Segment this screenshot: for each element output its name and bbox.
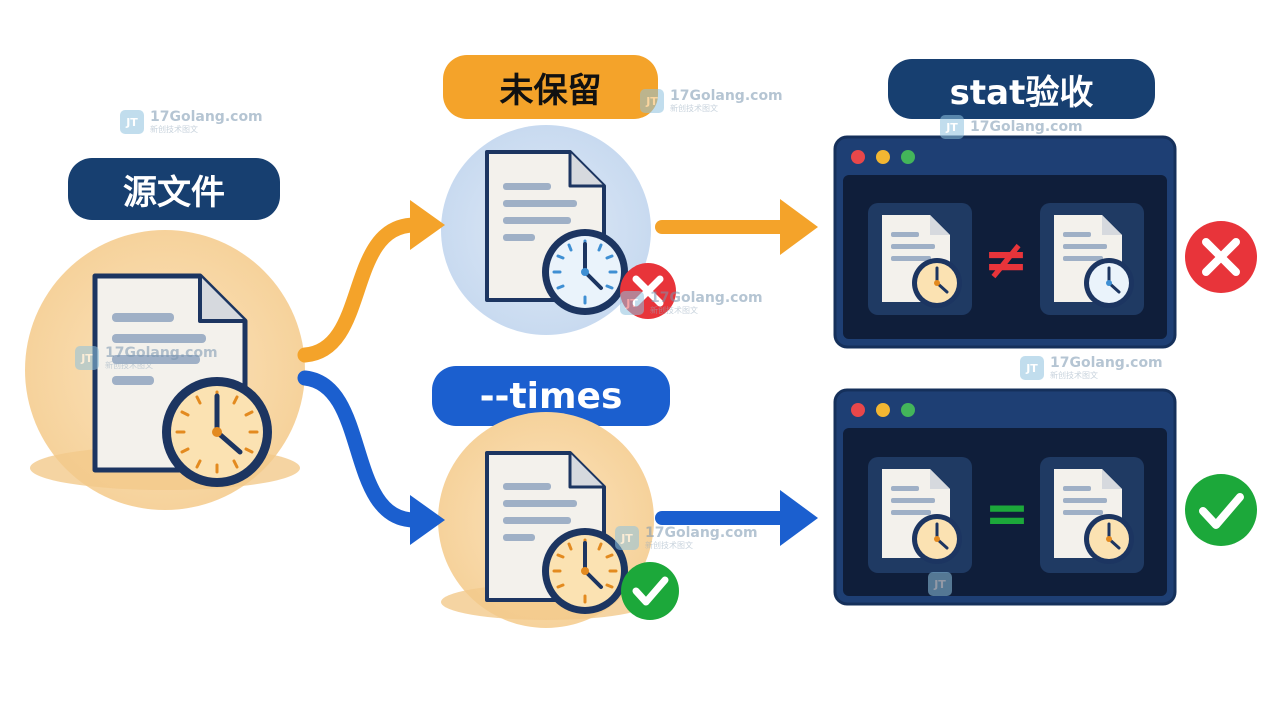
watermark-tagline: 新创技术图文 [1050, 371, 1098, 380]
watermark-logo-icon: JT [120, 110, 144, 134]
stat-top-left-clock-icon [912, 258, 962, 308]
watermark-site: 17Golang.com [670, 88, 783, 104]
watermark-logo-icon: JT [940, 115, 964, 139]
orange-arrow-head-icon [410, 200, 445, 250]
watermark: JT [928, 572, 952, 596]
watermark-site: 17Golang.com [1050, 355, 1163, 371]
window-dots-icon [851, 403, 915, 417]
watermark: JT 17Golang.com 新创技术图文 [1020, 356, 1163, 380]
watermark-site: 17Golang.com [970, 119, 1083, 135]
stat-check-label: stat验收 [888, 59, 1155, 119]
not-equal-symbol: ≠ [983, 228, 1028, 291]
blue-straight-arrow-head-icon [780, 490, 818, 546]
blue-arrow-head-icon [410, 495, 445, 545]
watermark: JT 17Golang.com 新创技术图文 [120, 110, 263, 134]
source-clock-icon [162, 377, 272, 487]
stat-bottom-right-clock-icon [1084, 514, 1134, 564]
watermark: JT 17Golang.com 新创技术图文 [615, 526, 758, 550]
watermark-site: 17Golang.com [650, 290, 763, 306]
watermark-site: 17Golang.com [150, 109, 263, 125]
watermark: JT 17Golang.com 新创技术图文 [640, 89, 783, 113]
watermark-logo-icon: JT [928, 572, 952, 596]
not-preserved-label-text: 未保留 [499, 70, 602, 111]
blue-branch-arrow [297, 370, 423, 528]
source-file-label-text: 源文件 [123, 172, 225, 213]
watermark-tagline: 新创技术图文 [150, 125, 198, 134]
equal-symbol: = [984, 482, 1029, 545]
watermark-tagline: 新创技术图文 [105, 361, 153, 370]
bottom-copy-checkmark-icon [621, 562, 679, 620]
times-option-label-text: --times [479, 375, 623, 417]
watermark-site: 17Golang.com [645, 525, 758, 541]
watermark-logo-icon: JT [615, 526, 639, 550]
source-file-label: 源文件 [68, 158, 280, 220]
bottom-copy-clock-icon [542, 528, 628, 614]
watermark-logo-icon: JT [620, 291, 644, 315]
orange-branch-arrow [297, 217, 423, 363]
stat-window-top: ≠ [833, 135, 1177, 349]
watermark-logo-icon: JT [75, 346, 99, 370]
watermark-tagline: 新创技术图文 [650, 306, 698, 315]
top-copy-clock-icon [542, 229, 628, 315]
stat-window-bottom: = [833, 388, 1177, 606]
stat-top-cross-icon [1185, 221, 1257, 293]
stat-bottom-left-clock-icon [912, 514, 962, 564]
window-dots-icon [851, 150, 915, 164]
stat-top-right-clock-icon [1084, 258, 1134, 308]
watermark-logo-icon: JT [1020, 356, 1044, 380]
stat-bottom-checkmark-icon [1185, 474, 1257, 546]
watermark: JT 17Golang.com 新创技术图文 [75, 346, 218, 370]
stat-check-label-text: stat验收 [949, 72, 1094, 113]
watermark: JT 17Golang.com [940, 115, 1083, 139]
watermark-tagline: 新创技术图文 [670, 104, 718, 113]
not-preserved-label: 未保留 [443, 55, 658, 119]
watermark-site: 17Golang.com [105, 345, 218, 361]
watermark-tagline: 新创技术图文 [645, 541, 693, 550]
orange-straight-arrow-head-icon [780, 199, 818, 255]
watermark: JT 17Golang.com 新创技术图文 [620, 291, 763, 315]
watermark-logo-icon: JT [640, 89, 664, 113]
